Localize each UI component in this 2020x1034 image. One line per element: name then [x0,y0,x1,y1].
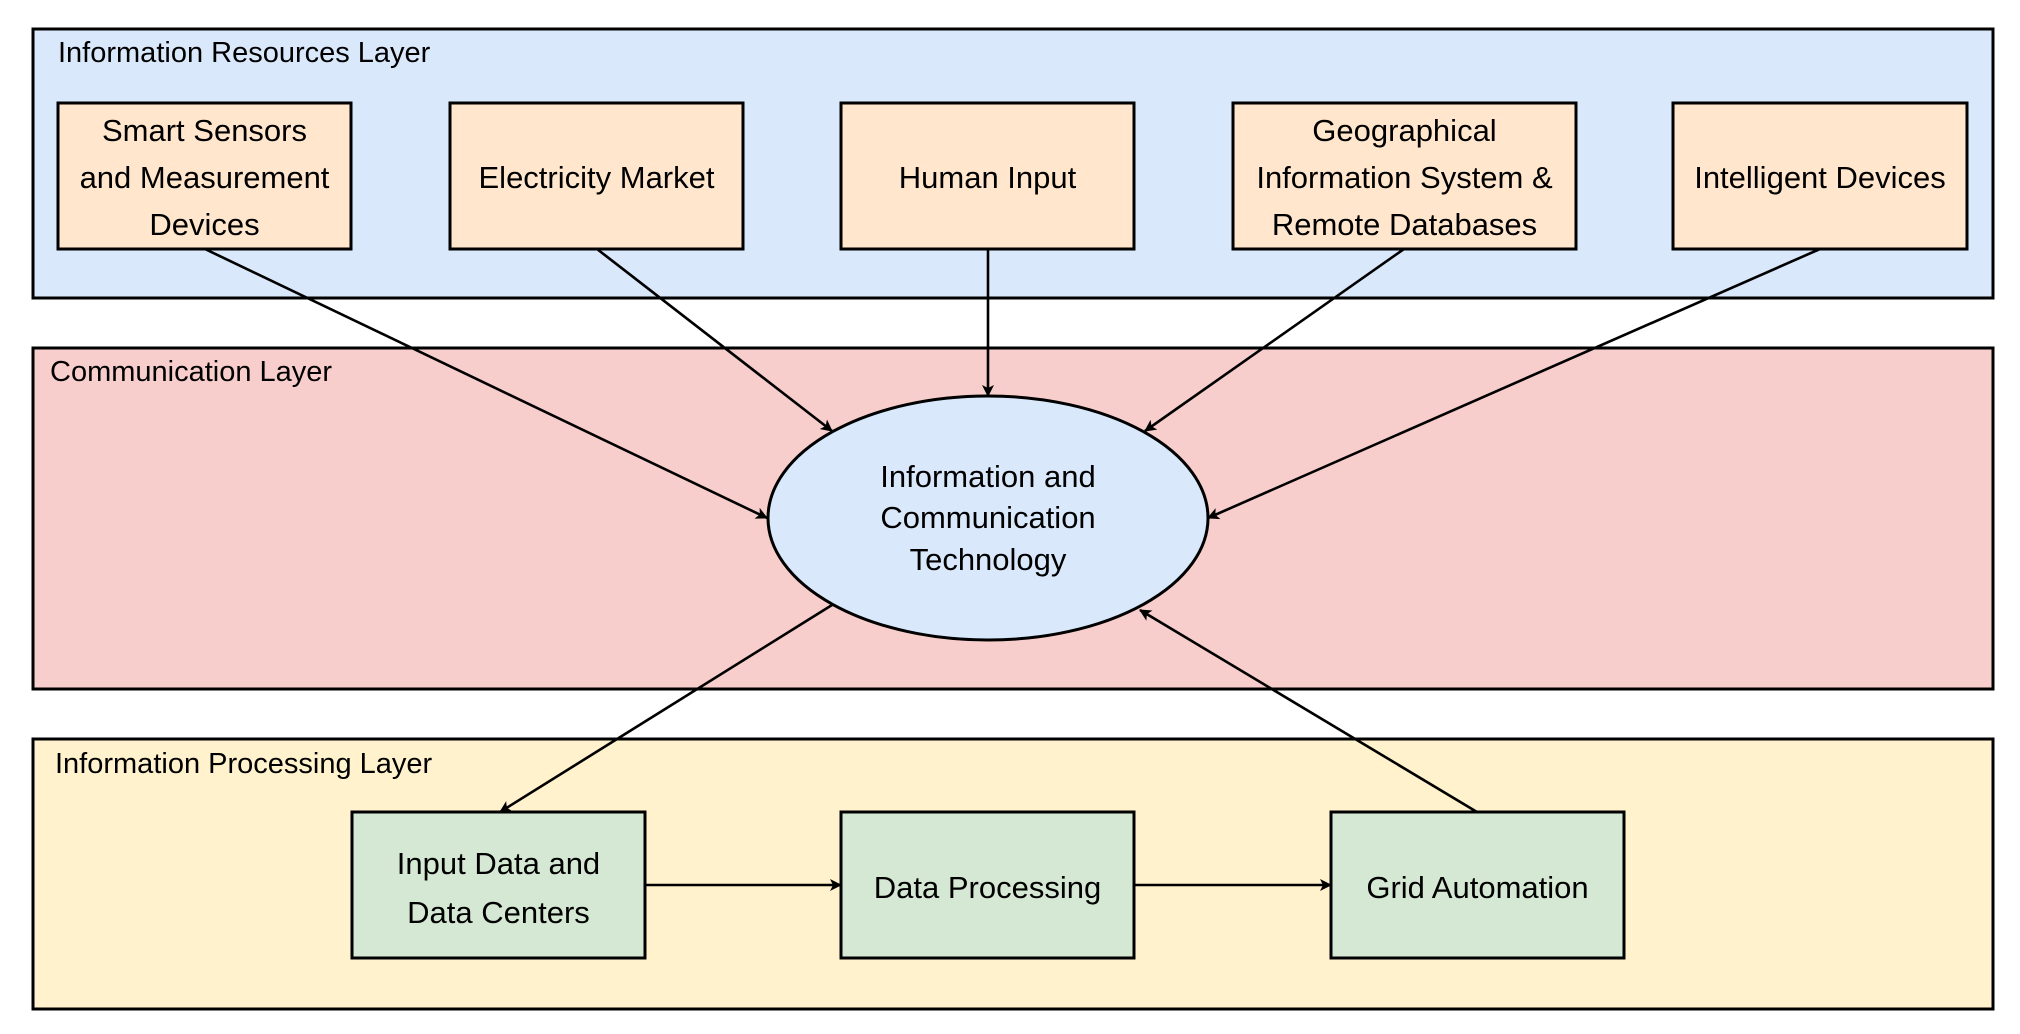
edge-sensors-to-ict [204,247,768,520]
edge-intelligent-devices-to-ict [1207,247,1821,520]
ict-hub-node: Information and Communication Technology [766,394,1210,642]
process-node-input-data-centers: Input Data and Data Centers [350,810,647,960]
svg-text:Data Processing: Data Processing [874,870,1101,905]
source-node-intelligent-devices: Intelligent Devices [1671,101,1969,251]
svg-text:Smart Sensors: Smart Sensors [102,113,307,148]
svg-text:Technology: Technology [910,542,1067,577]
svg-text:Devices: Devices [149,207,259,242]
svg-text:Grid Automation: Grid Automation [1366,870,1588,905]
svg-text:Geographical: Geographical [1312,113,1496,148]
edge-ict-to-input-data [499,603,833,814]
edge-market-to-ict [596,247,833,433]
information-processing-layer-title: Information Processing Layer [55,748,433,780]
source-node-gis-remote-databases: Geographical Information System & Remote… [1231,101,1578,251]
information-resources-layer-title: Information Resources Layer [58,37,431,69]
source-node-smart-sensors: Smart Sensors and Measurement Devices [56,101,353,251]
svg-text:Communication: Communication [880,500,1095,535]
svg-text:Information and: Information and [880,459,1095,494]
svg-text:Data Centers: Data Centers [407,895,590,930]
svg-text:Input Data and: Input Data and [397,846,600,881]
process-node-grid-automation: Grid Automation [1329,810,1626,960]
source-node-human-input: Human Input [839,101,1136,251]
edge-gis-to-ict [1144,247,1405,433]
edge-grid-automation-to-ict [1139,608,1478,814]
svg-text:Electricity Market: Electricity Market [479,160,715,195]
source-node-electricity-market: Electricity Market [448,101,745,251]
communication-layer-title: Communication Layer [50,356,332,388]
svg-text:Remote Databases: Remote Databases [1272,207,1537,242]
svg-text:and Measurement: and Measurement [80,160,330,195]
svg-text:Intelligent Devices: Intelligent Devices [1694,160,1946,195]
process-node-data-processing: Data Processing [839,810,1136,960]
svg-text:Information System &: Information System & [1256,160,1553,195]
svg-text:Human Input: Human Input [899,160,1077,195]
